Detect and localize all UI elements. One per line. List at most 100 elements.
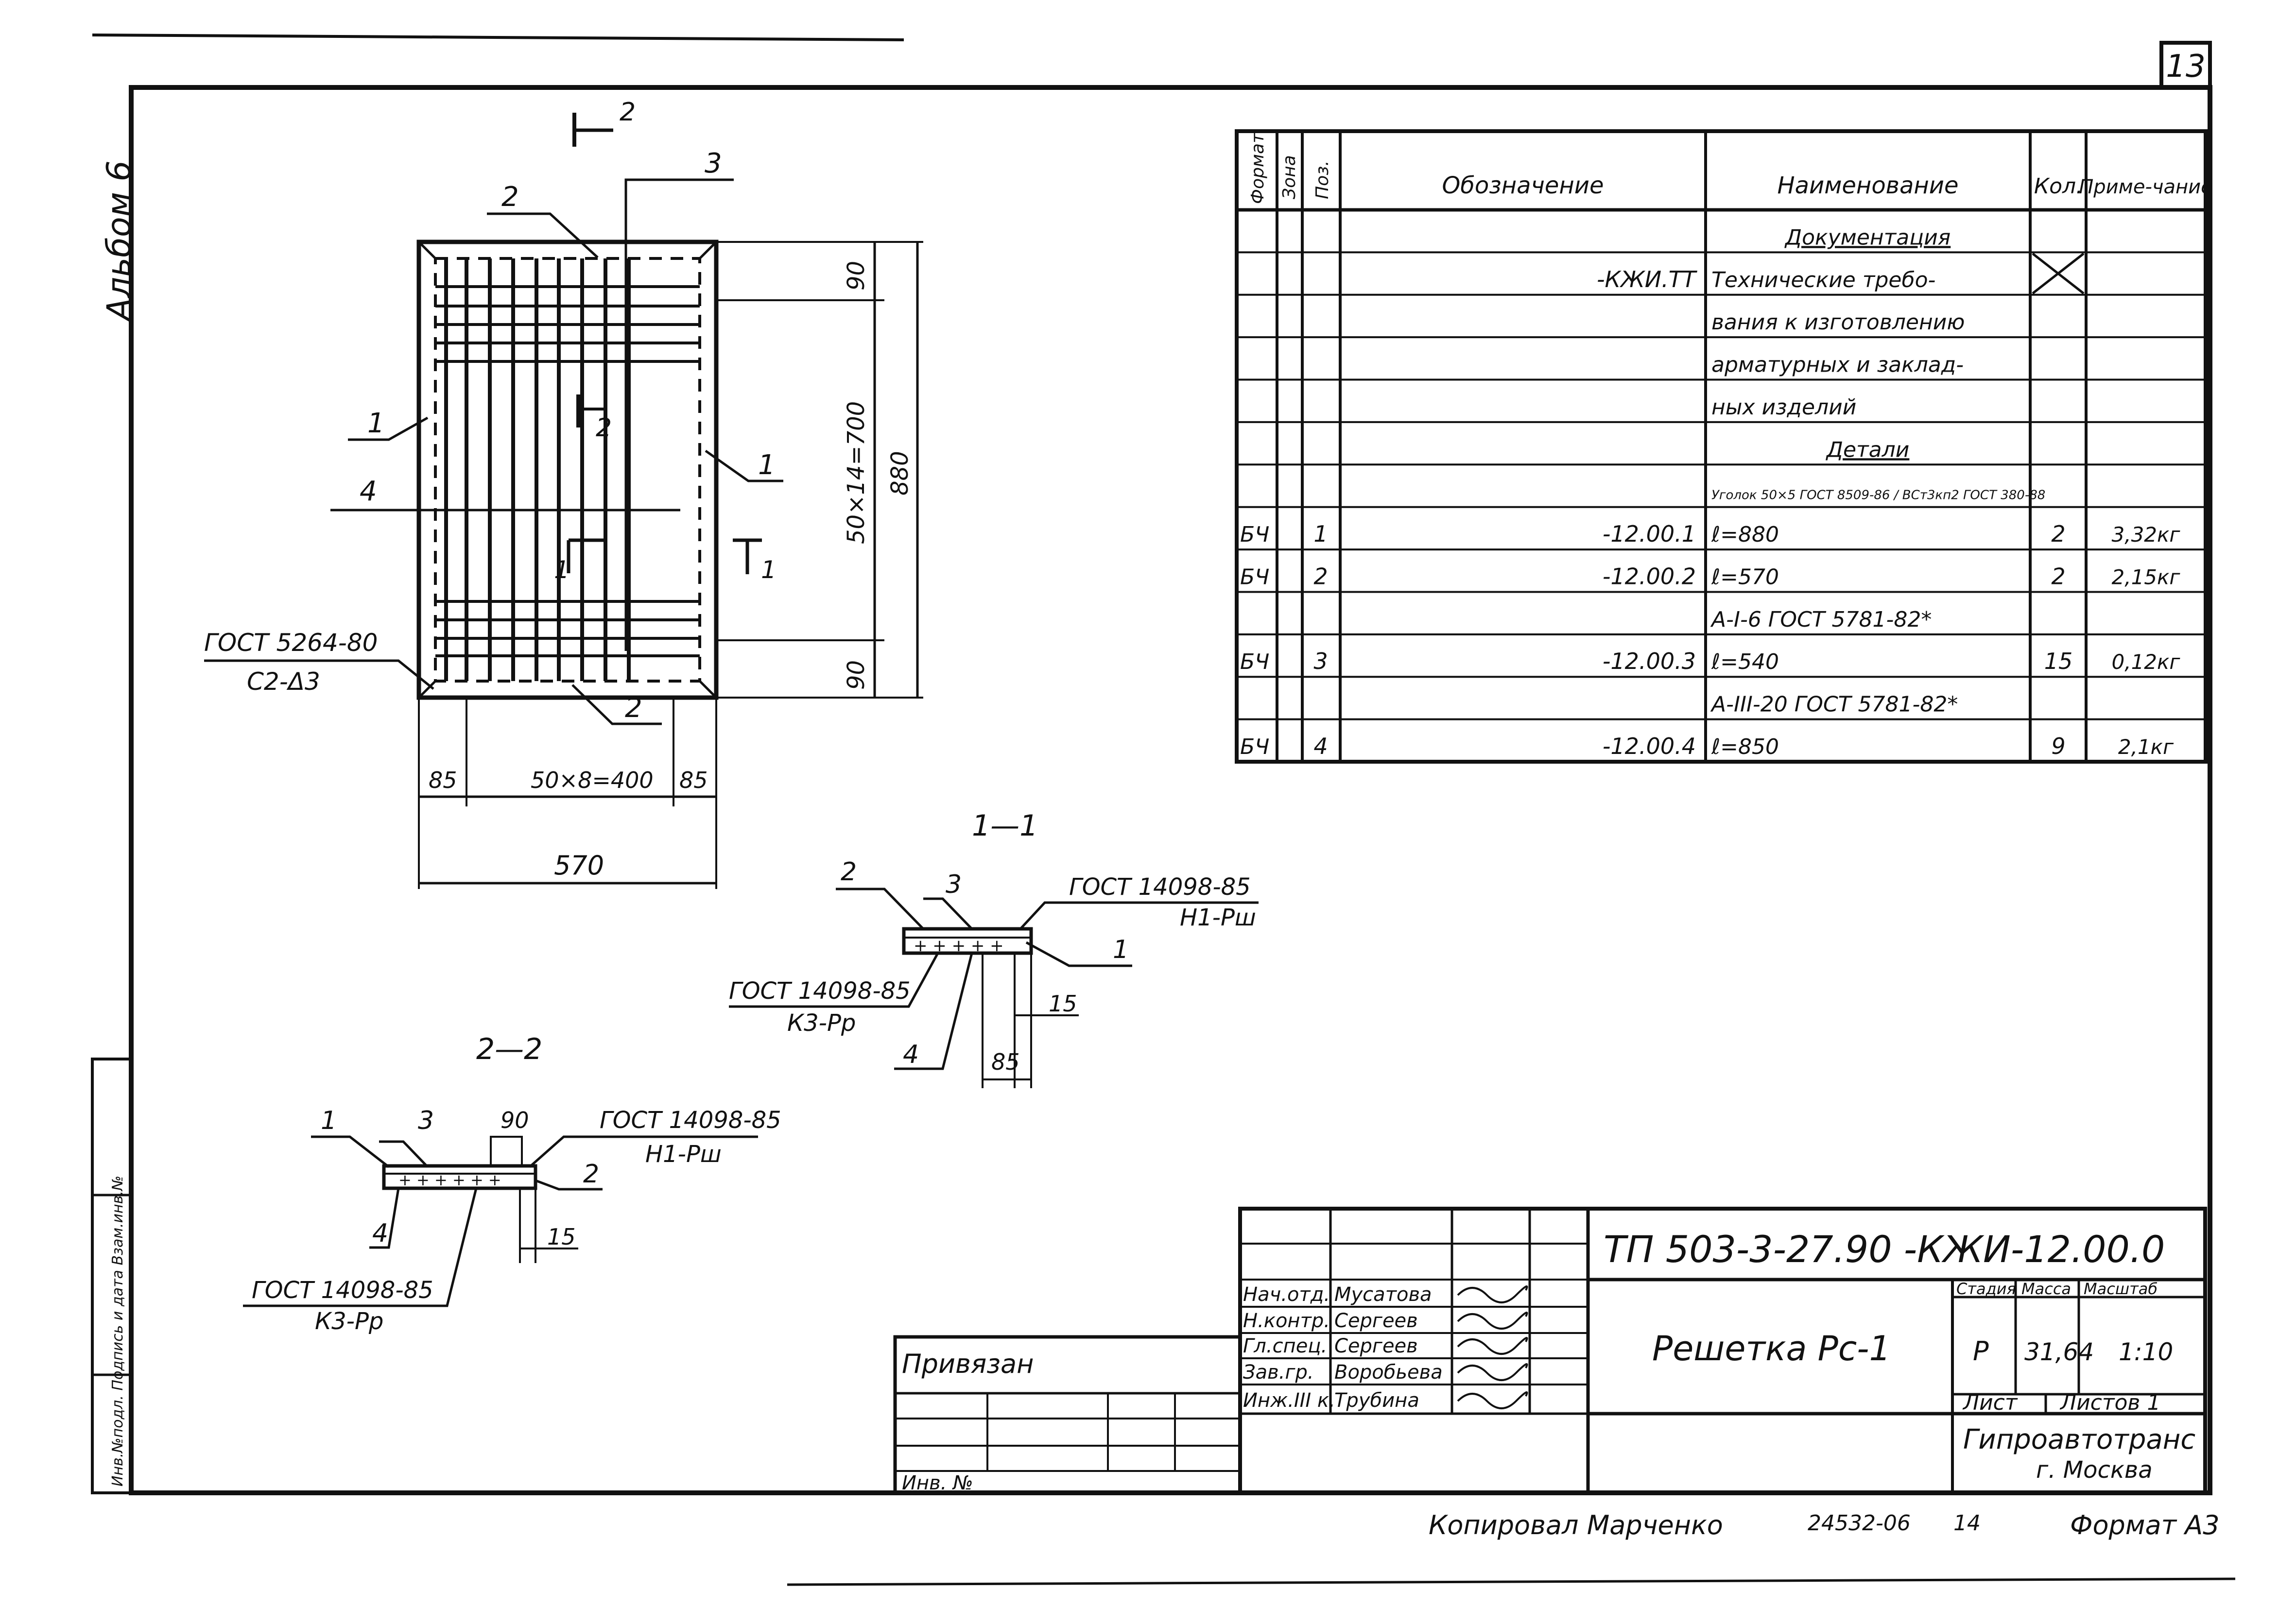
- sec2-pos-2: 2: [583, 1160, 599, 1189]
- svg-text:+ + + + + +: + + + + + +: [398, 1171, 501, 1189]
- side-stamp: Инв.№подл. Подпись и дата Взам.инв.№: [91, 1058, 133, 1494]
- sec2-pos-4: 4: [372, 1219, 388, 1248]
- order-number: 24532-06: [1808, 1511, 1911, 1536]
- spec-cell-designation: -КЖИ.ТТ: [1597, 266, 1698, 292]
- spec-cell-format: БЧ: [1240, 522, 1269, 547]
- scan-top-line: [92, 34, 904, 41]
- spec-cell-qty: 15: [2044, 648, 2073, 674]
- spec-cell-name: ℓ=850: [1711, 735, 1779, 759]
- spec-cell-note: 2,15кг: [2112, 565, 2181, 589]
- sec1-pos-4: 4: [903, 1040, 919, 1069]
- sec2-pos-1: 1: [321, 1106, 337, 1135]
- signature-role: Нач.отд.: [1243, 1283, 1330, 1306]
- signature-name: Сергеев: [1334, 1310, 1418, 1332]
- spec-cell-name: Уголок 50×5 ГОСТ 8509-86 / ВСт3кп2 ГОСТ …: [1711, 488, 2045, 503]
- spec-cell-qty: 2: [2051, 563, 2065, 589]
- sec1-pos-1: 1: [1113, 935, 1129, 964]
- dim-570: 570: [554, 850, 604, 881]
- angle-frame-inner: [434, 257, 701, 683]
- sec1-pos-2: 2: [841, 857, 857, 887]
- sec2-pos-3: 3: [418, 1106, 434, 1135]
- spec-cell-pos: 3: [1313, 648, 1328, 674]
- section-1-title: 1—1: [972, 809, 1038, 843]
- spec-cell-format: БЧ: [1240, 650, 1269, 674]
- spec-cell-name: Документация: [1784, 225, 1951, 250]
- signature-role: Инж.III к.: [1243, 1389, 1335, 1412]
- spec-rows: Документация -КЖИ.ТТ Технические требо-ван…: [1240, 225, 2180, 759]
- plan-view: 2 3 2 2 1 1 4 1 1 ГОСТ 5264-80 С2-Δ3 2: [204, 98, 923, 889]
- spec-cell-name: ℓ=880: [1711, 522, 1779, 547]
- dim-880: 880: [886, 451, 914, 496]
- signature-scribble: [1457, 1337, 1528, 1355]
- sec1-dim-85: 85: [991, 1049, 1020, 1075]
- sec1-code-top: Н1-Рш: [1180, 904, 1256, 931]
- spec-cell-name: ных изделий: [1711, 395, 1856, 420]
- col-format-header: Формат: [1248, 133, 1268, 204]
- spec-cell-name: вания к изготовлению: [1711, 310, 1965, 335]
- spec-cell-pos: 2: [1313, 563, 1328, 589]
- sec1-gost-bottom: ГОСТ 14098-85: [729, 977, 911, 1005]
- page-number: 13: [2166, 49, 2205, 85]
- spec-cell-name: А-I-6 ГОСТ 5781-82*: [1710, 607, 1932, 632]
- format-label: Формат А3: [2070, 1510, 2220, 1540]
- svg-text:+ + + + +: + + + + +: [914, 936, 1004, 956]
- signature-name: Воробьева: [1334, 1361, 1443, 1384]
- section-1-1: 1—1 + + + + + 2 3 ГОСТ 14098-85 Н1-Рш 1 …: [729, 809, 1259, 1088]
- drawing-title: Решетка Рс-1: [1652, 1329, 1891, 1368]
- signature-name: Трубина: [1334, 1389, 1419, 1412]
- scan-bottom-line: [787, 1577, 2236, 1586]
- document-code: ТП 503-3-27.90 -КЖИ-12.00.0: [1604, 1228, 2165, 1271]
- signature-role: Зав.гр.: [1243, 1361, 1314, 1384]
- spec-cell-note: 0,12кг: [2112, 650, 2181, 674]
- sec2-dim-90: 90: [501, 1107, 529, 1133]
- dim-50x8: 50×8=400: [531, 767, 654, 793]
- signature-name: Сергеев: [1334, 1335, 1418, 1357]
- mass-label: Масса: [2021, 1280, 2071, 1298]
- sec2-dim-15: 15: [547, 1224, 576, 1250]
- signature-scribble: [1457, 1312, 1528, 1330]
- spec-cell-designation: -12.00.2: [1603, 563, 1696, 589]
- section-2-2: 2—2 + + + + + + 90 1 3 ГОСТ 14098-85 Н1-…: [243, 1032, 781, 1335]
- dim-85-right: 85: [679, 767, 708, 793]
- copied-by: Копировал Марченко: [1429, 1510, 1723, 1540]
- dim-90-top: 90: [843, 261, 870, 291]
- col-name-header: Наименование: [1777, 172, 1958, 199]
- sheet-label: Лист: [1962, 1390, 2018, 1415]
- bound-label: Привязан: [902, 1349, 1034, 1379]
- page-number-box: [2159, 41, 2212, 89]
- spec-cell-designation: -12.00.3: [1603, 648, 1696, 674]
- sec2-gost-top: ГОСТ 14098-85: [600, 1107, 781, 1134]
- spec-cell-name: Технические требо-: [1711, 268, 1935, 292]
- spec-cell-designation: -12.00.4: [1603, 733, 1696, 759]
- col-qty-header: Кол.: [2034, 174, 2083, 199]
- title-block: Привязан Инв. № Нач.отд.МусатоваН.контр.…: [893, 1207, 2207, 1495]
- stage-label: Стадия: [1956, 1280, 2016, 1298]
- sec2-code-bottom: К3-Рр: [315, 1308, 383, 1335]
- scale-label: Масштаб: [2084, 1280, 2158, 1298]
- spec-cell-pos: 1: [1313, 521, 1328, 547]
- spec-cell-format: БЧ: [1240, 564, 1269, 589]
- sec1-dim-15: 15: [1049, 991, 1077, 1017]
- footer-number: 14: [1953, 1511, 1981, 1536]
- section-2-title: 2—2: [476, 1032, 542, 1066]
- sec1-pos-3: 3: [946, 870, 962, 899]
- dim-85-left: 85: [429, 767, 457, 793]
- spec-cell-name: арматурных и заклад-: [1711, 353, 1964, 377]
- signature-role: Гл.спец.: [1243, 1335, 1327, 1357]
- spec-cell-name: Детали: [1826, 437, 1910, 462]
- label-pos-2-bottom: 2: [625, 692, 642, 724]
- spec-cell-pos: 4: [1313, 733, 1328, 759]
- spec-cell-name: ℓ=570: [1711, 564, 1779, 589]
- spec-cell-note: 2,1кг: [2118, 735, 2174, 759]
- angle-frame-outer: [416, 239, 719, 700]
- label-pos-1-right: 1: [758, 449, 776, 481]
- label-pos-2-top: 2: [501, 181, 519, 213]
- spec-cell-format: БЧ: [1240, 735, 1269, 759]
- section-mark-1-left: 1: [554, 556, 570, 584]
- sheets-label: Листов 1: [2059, 1390, 2160, 1415]
- spec-cell-note: 3,32кг: [2112, 523, 2181, 547]
- spec-cell-name: ℓ=540: [1711, 650, 1779, 674]
- dim-50x14: 50×14=700: [843, 401, 870, 544]
- vertical-bars: [444, 258, 631, 681]
